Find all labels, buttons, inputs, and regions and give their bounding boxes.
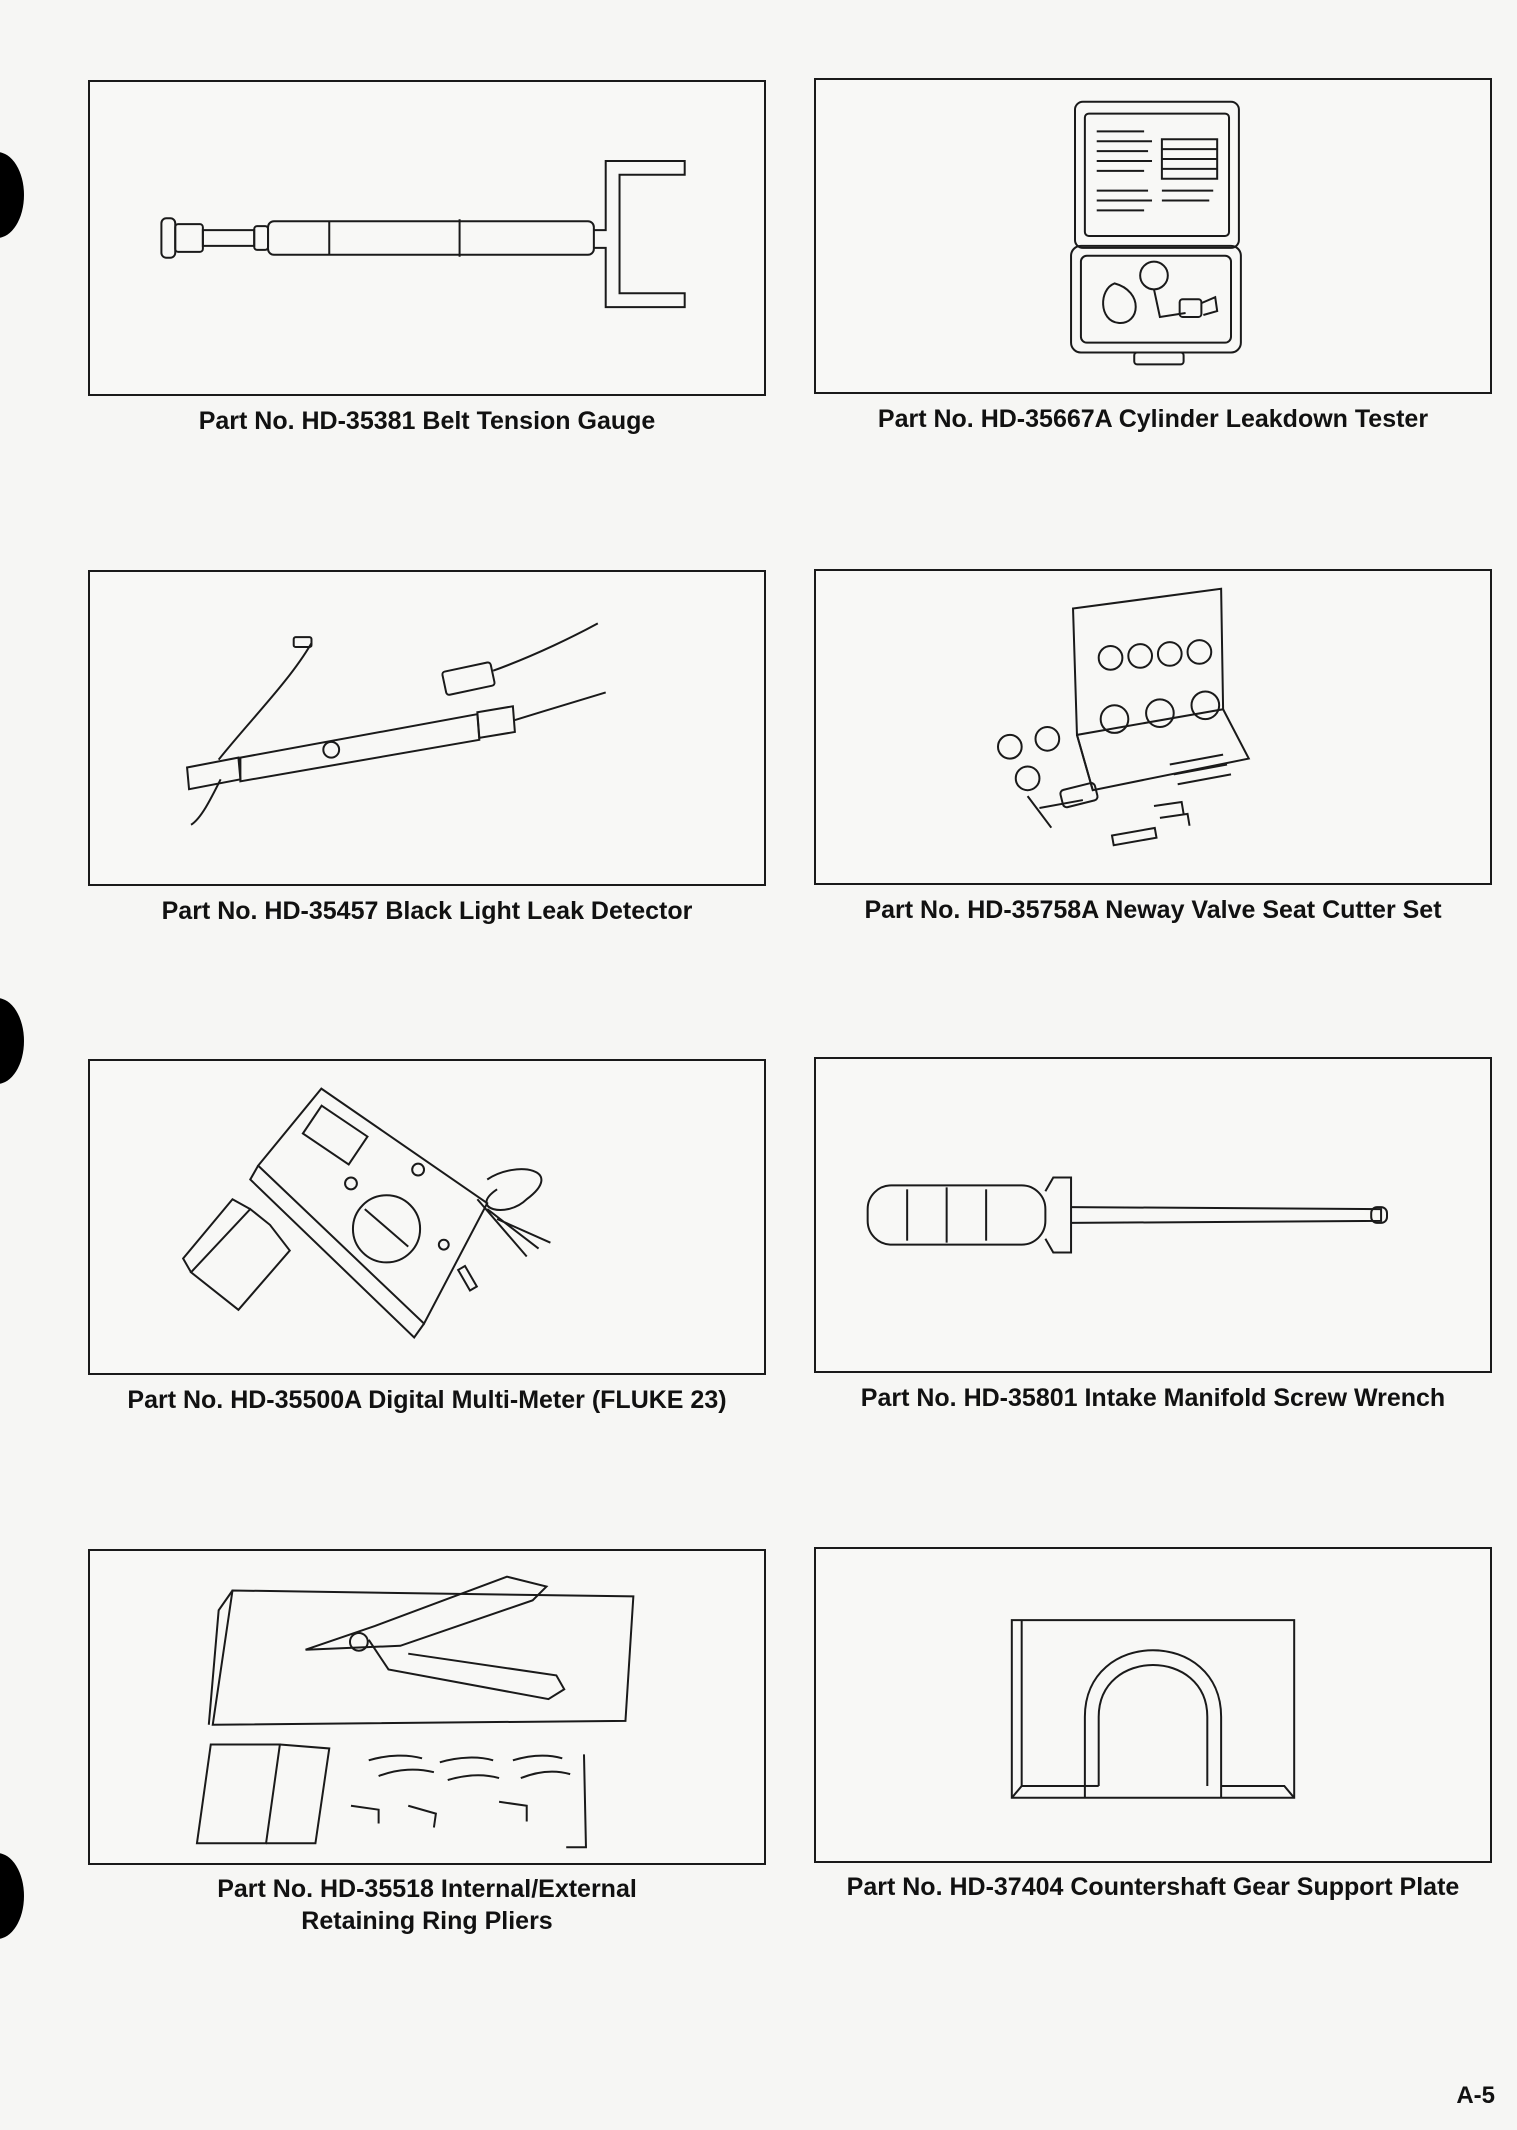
binder-hole (0, 1853, 24, 1939)
binder-hole (0, 998, 24, 1084)
screw-wrench-icon (816, 1059, 1490, 1371)
caption-cylinder-leakdown-tester: Part No. HD-35667A Cylinder Leakdown Tes… (877, 405, 1429, 433)
tool-panel-belt-tension-gauge (88, 80, 766, 396)
tool-panel-valve-seat-cutter-set (814, 569, 1492, 885)
caption-retaining-ring-pliers: Part No. HD-35518 Internal/External Reta… (88, 1873, 766, 1937)
tool-panel-retaining-ring-pliers (88, 1549, 766, 1865)
digital-multimeter-icon (90, 1061, 764, 1373)
tool-panel-screw-wrench (814, 1057, 1492, 1373)
caption-screw-wrench: Part No. HD-35801 Intake Manifold Screw … (860, 1384, 1446, 1412)
cylinder-leakdown-tester-icon (816, 80, 1490, 392)
belt-tension-gauge-icon (90, 82, 764, 394)
caption-gear-support-plate: Part No. HD-37404 Countershaft Gear Supp… (846, 1873, 1460, 1901)
caption-digital-multimeter: Part No. HD-35500A Digital Multi-Meter (… (127, 1386, 727, 1414)
caption-valve-seat-cutter-set: Part No. HD-35758A Neway Valve Seat Cutt… (864, 896, 1442, 924)
page-number: A-5 (1456, 2082, 1495, 2109)
tool-panel-digital-multimeter (88, 1059, 766, 1375)
tool-panel-gear-support-plate (814, 1547, 1492, 1863)
black-light-leak-detector-icon (90, 572, 764, 884)
binder-hole (0, 152, 24, 238)
valve-seat-cutter-set-icon (816, 571, 1490, 883)
caption-belt-tension-gauge: Part No. HD-35381 Belt Tension Gauge (198, 407, 656, 435)
tool-panel-cylinder-leakdown-tester (814, 78, 1492, 394)
caption-line-1: Part No. HD-35518 Internal/External (217, 1875, 637, 1903)
caption-line-2: Retaining Ring Pliers (301, 1907, 553, 1935)
caption-black-light-leak-detector: Part No. HD-35457 Black Light Leak Detec… (161, 897, 693, 925)
tool-panel-black-light-leak-detector (88, 570, 766, 886)
gear-support-plate-icon (816, 1549, 1490, 1861)
retaining-ring-pliers-icon (90, 1551, 764, 1863)
